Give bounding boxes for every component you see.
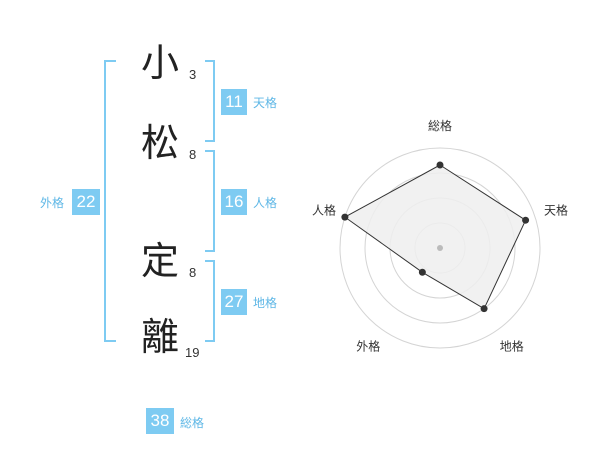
name-char-4: 離 (140, 315, 179, 359)
tenkaku-value: 11 (221, 89, 247, 115)
name-char-1: 小 (140, 41, 179, 85)
radar-ring-4 (339, 147, 541, 349)
jinkaku-label: 人格 (253, 196, 278, 210)
radar-axis-label-2: 天格 (544, 202, 568, 217)
stroke-count-1: 3 (189, 67, 197, 82)
stroke-count-4: 19 (185, 345, 200, 360)
stroke-count-3: 8 (189, 265, 197, 280)
chikaku-value: 27 (221, 289, 247, 315)
radar-point-4 (418, 268, 426, 276)
radar-point-5 (341, 213, 349, 221)
name-char-3: 定 (140, 239, 179, 283)
radar-point-2 (522, 216, 530, 224)
radar-axis-label-3: 地格 (500, 339, 524, 354)
chikaku-label: 地格 (253, 296, 278, 310)
jinkaku-bracket (205, 150, 215, 252)
soukaku-value: 38 (146, 408, 174, 434)
radar-point-1 (436, 161, 444, 169)
name-char-2: 松 (140, 121, 179, 165)
gaikaku-value: 22 (72, 189, 100, 215)
radar-axis-label-5: 人格 (312, 202, 336, 217)
jinkaku-value: 16 (221, 189, 247, 215)
tenkaku-bracket (205, 60, 215, 142)
gaikaku-label: 外格 (40, 196, 65, 210)
chikaku-bracket (205, 260, 215, 342)
stroke-count-2: 8 (189, 147, 197, 162)
soukaku-label: 総格 (180, 416, 205, 430)
gaikaku-bracket (104, 60, 116, 342)
radar-polygon (343, 164, 527, 310)
radar-axis-label-1: 総格 (428, 118, 452, 133)
radar-point-3 (480, 305, 488, 313)
radar-axis-label-4: 外格 (356, 339, 380, 354)
tenkaku-label: 天格 (253, 96, 278, 110)
radar-center-point (437, 245, 443, 251)
